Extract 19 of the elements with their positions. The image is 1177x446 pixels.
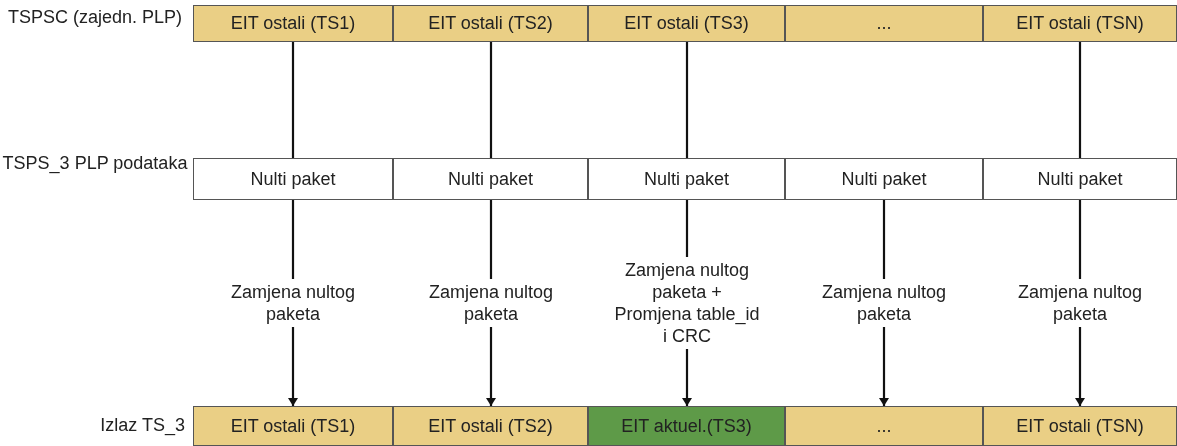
table-box: EIT ostali (TS2)	[393, 406, 588, 446]
table-box: EIT ostali (TS2)	[393, 5, 588, 42]
packet-box: Nulti paket	[393, 158, 588, 200]
table-box: EIT ostali (TSN)	[983, 406, 1177, 446]
table-box: ...	[785, 406, 983, 446]
table-box: EIT ostali (TS1)	[193, 406, 393, 446]
row-label: Izlaz TS_3	[99, 414, 185, 436]
edge-label: Zamjena nultog paketa + Promjena table_id i CRC	[612, 257, 762, 349]
table-box: EIT ostali (TS1)	[193, 5, 393, 42]
row-label: TSPS_3 PLP podataka	[1, 152, 189, 174]
table-box: ...	[785, 5, 983, 42]
table-box: EIT ostali (TS3)	[588, 5, 785, 42]
table-box: EIT aktuel.(TS3)	[588, 406, 785, 446]
row-label: TSPSC (zajedn. PLP)	[6, 6, 184, 28]
packet-box: Nulti paket	[983, 158, 1177, 200]
packet-box: Nulti paket	[785, 158, 983, 200]
packet-box: Nulti paket	[193, 158, 393, 200]
packet-box: Nulti paket	[588, 158, 785, 200]
table-box: EIT ostali (TSN)	[983, 5, 1177, 42]
